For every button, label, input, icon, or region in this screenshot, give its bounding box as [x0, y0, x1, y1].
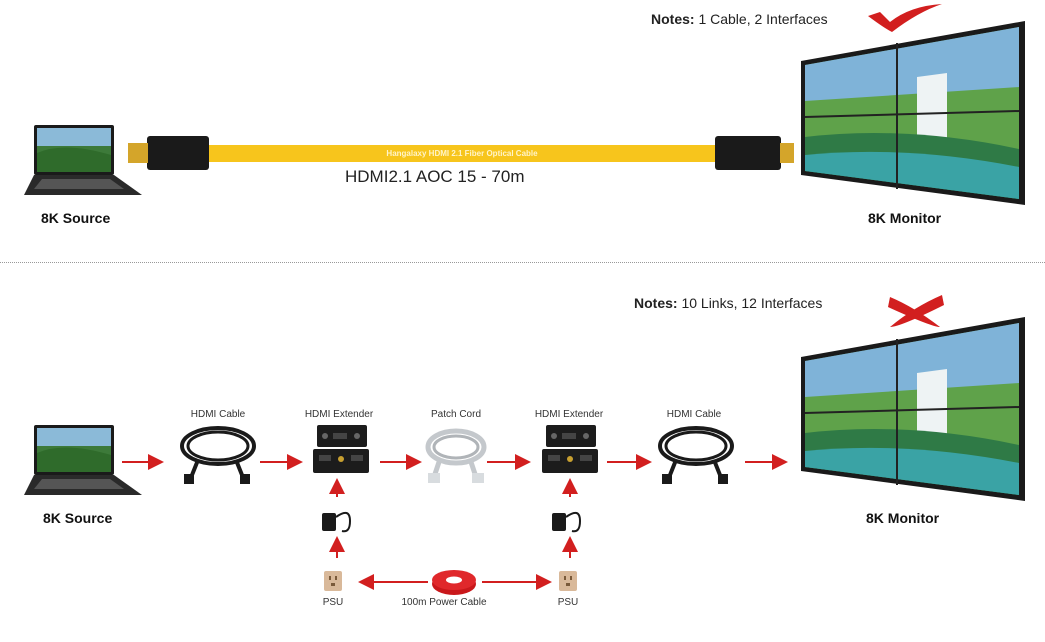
hdmi-connector-left [147, 136, 209, 170]
power-adapter-icon [322, 511, 352, 533]
bottom-notes-label: Notes: [634, 295, 678, 311]
laptop-icon [24, 425, 142, 495]
power-cable-label: 100m Power Cable [401, 597, 487, 608]
top-source-label: 8K Source [41, 210, 111, 226]
monitor-icon [801, 21, 1025, 205]
hdmi-cable-coil-icon [658, 426, 734, 484]
psu-1-label: PSU [322, 597, 344, 608]
hdmi-extender-icon [313, 425, 369, 473]
cable-caption: HDMI2.1 AOC 15 - 70m [345, 167, 525, 186]
psu-2-label: PSU [557, 597, 579, 608]
top-notes-label: Notes: [651, 11, 695, 27]
bottom-notes-text: 10 Links, 12 Interfaces [681, 295, 823, 311]
fiber-optical-cable: Hangalaxy HDMI 2.1 Fiber Optical Cable [207, 145, 717, 162]
laptop-icon [24, 125, 142, 195]
hdmi-cable-1-label: HDMI Cable [190, 409, 246, 420]
hdmi-cable-2-label: HDMI Cable [666, 409, 722, 420]
power-cable-reel-icon [432, 570, 476, 595]
checkmark-icon [868, 4, 942, 32]
hdmi-extender-1-label: HDMI Extender [304, 409, 374, 420]
wall-socket-icon [324, 571, 342, 591]
bottom-monitor-label: 8K Monitor [866, 510, 940, 526]
hdmi-extender-icon [542, 425, 598, 473]
patch-cord-label: Patch Cord [430, 409, 482, 420]
top-notes-text: 1 Cable, 2 Interfaces [698, 11, 828, 27]
power-adapter-icon [552, 511, 582, 533]
hdmi-plug-right [780, 143, 794, 163]
bottom-source-label: 8K Source [43, 510, 113, 526]
wall-socket-icon [559, 571, 577, 591]
hdmi-extender-2-label: HDMI Extender [534, 409, 604, 420]
section-divider [0, 262, 1045, 263]
monitor-icon [801, 317, 1025, 501]
top-notes: Notes: 1 Cable, 2 Interfaces [651, 11, 828, 27]
hdmi-plug-left [128, 143, 148, 163]
top-monitor-label: 8K Monitor [868, 210, 942, 226]
patch-cord-icon [425, 428, 487, 483]
cable-print-text: Hangalaxy HDMI 2.1 Fiber Optical Cable [386, 149, 538, 158]
hdmi-cable-coil-icon [180, 426, 256, 484]
cross-icon [888, 295, 944, 327]
hdmi-connector-right [715, 136, 781, 170]
bottom-notes: Notes: 10 Links, 12 Interfaces [634, 295, 822, 311]
